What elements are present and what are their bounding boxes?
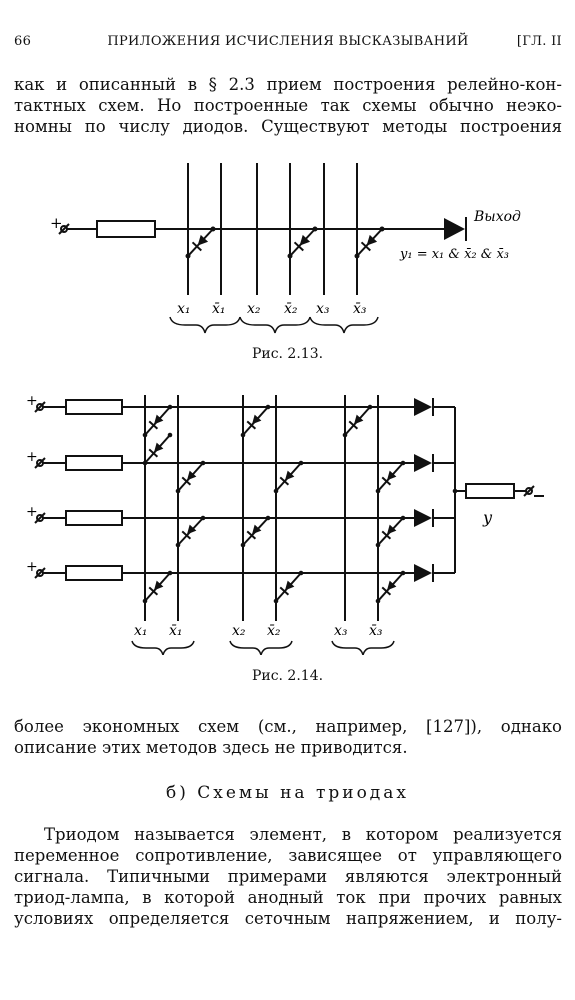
figure-2-13-diagram: + Выход y₁ = x₁ & x̄₂ & x̄₃ x₁ x̄₁ x₂ x̄… (50, 163, 521, 334)
text-line: описание этих методов здесь не приводитс… (14, 738, 408, 757)
text-line: триод-лампа, в которой анодный ток при п… (14, 888, 562, 907)
input-label-not-x3: x̄₃ (369, 623, 383, 639)
paragraph-methods: более экономных схем (см., например, [12… (14, 716, 562, 758)
output-label: Выход (473, 209, 521, 225)
input-label-not-x1: x̄₁ (212, 301, 226, 317)
figure-2-14-caption: Рис. 2.14. (251, 668, 324, 684)
plus-terminal-label: + (50, 214, 63, 232)
output-label: y (482, 508, 493, 527)
running-title: ПРИЛОЖЕНИЯ ИСЧИСЛЕНИЯ ВЫСКАЗЫВАНИЙ (107, 34, 469, 49)
text-line: Триодом называется элемент, в котором ре… (44, 825, 562, 844)
text-line: тактных схем. Но построенные так схемы о… (14, 96, 562, 115)
input-label-x3: x₃ (334, 623, 348, 639)
input-label-x1: x₁ (177, 301, 191, 317)
text-line: условиях определяется сеточным напряжени… (14, 909, 562, 928)
figure-2-14-diagram: + + + + y x₁ x̄₁ x₂ x̄₂ x₃ x̄₃ (26, 393, 544, 655)
paragraph-triodes: Триодом называется элемент, в котором ре… (14, 824, 562, 929)
text-line: как и описанный в § 2.3 прием построения… (14, 75, 562, 94)
plus-terminal-label: + (26, 504, 38, 520)
plus-terminal-label: + (26, 449, 38, 465)
section-subheading: б) Схемы на триодах (166, 783, 409, 803)
input-label-not-x3: x̄₃ (353, 301, 367, 317)
input-label-x2: x₂ (232, 623, 246, 639)
input-label-x2: x₂ (247, 301, 261, 317)
text-line: номны по числу диодов. Существуют методы… (14, 117, 562, 136)
text-line: переменное сопротивление, зависящее от у… (14, 846, 562, 865)
text-line: более экономных схем (см., например, [12… (14, 717, 562, 736)
output-formula: y₁ = x₁ & x̄₂ & x̄₃ (399, 247, 509, 262)
page-header: 66 ПРИЛОЖЕНИЯ ИСЧИСЛЕНИЯ ВЫСКАЗЫВАНИЙ [Г… (14, 34, 562, 58)
plus-terminal-label: + (26, 393, 38, 409)
paragraph-intro: как и описанный в § 2.3 прием построения… (14, 74, 562, 137)
input-label-not-x2: x̄₂ (284, 301, 298, 317)
input-label-not-x1: x̄₁ (169, 623, 183, 639)
chapter-marker: [ГЛ. II (516, 34, 562, 49)
figure-2-13-caption: Рис. 2.13. (251, 346, 324, 362)
input-label-x3: x₃ (316, 301, 330, 317)
plus-terminal-label: + (26, 559, 38, 575)
text-line: сигнала. Типичными примерами являются эл… (14, 867, 562, 886)
page-number: 66 (14, 34, 32, 49)
input-label-x1: x₁ (134, 623, 148, 639)
input-label-not-x2: x̄₂ (267, 623, 281, 639)
